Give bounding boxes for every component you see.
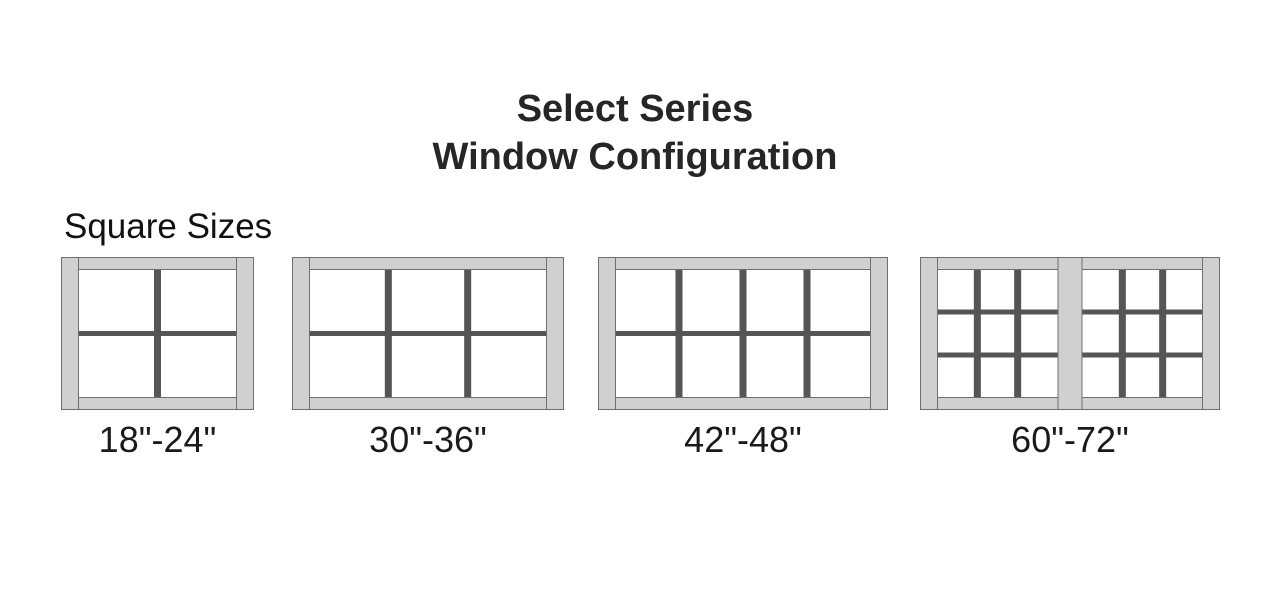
- muntin-vertical: [1159, 269, 1167, 398]
- frame-rail-bottom: [78, 397, 237, 410]
- window-glass: [1081, 268, 1204, 399]
- frame-rail-bottom: [615, 397, 871, 410]
- window-diagram-18-24: [61, 257, 254, 410]
- frame-stile-right: [1202, 257, 1220, 410]
- window-glass: [936, 268, 1059, 399]
- muntin-horizontal: [615, 331, 871, 336]
- size-label-60-72: 60"-72": [1011, 419, 1129, 460]
- frame-stile-left: [598, 257, 616, 410]
- frame-stile-right: [236, 257, 254, 410]
- frame-stile-left: [292, 257, 310, 410]
- muntin-horizontal: [937, 352, 1058, 358]
- muntin-vertical: [1014, 269, 1022, 398]
- muntin-horizontal: [937, 309, 1058, 315]
- section-label-square-sizes: Square Sizes: [64, 207, 273, 246]
- muntin-horizontal: [1082, 309, 1203, 315]
- muntin-vertical: [973, 269, 981, 398]
- size-label-30-36: 30"-36": [369, 419, 487, 460]
- window-diagram-svg: [920, 257, 1220, 410]
- window-diagram-42-48: [598, 257, 888, 410]
- title-line-2: Window Configuration: [432, 136, 838, 178]
- muntin-vertical: [1118, 269, 1126, 398]
- window-diagram-30-36: [292, 257, 564, 410]
- frame-rail-bottom: [309, 397, 547, 410]
- frame-rail-top: [615, 257, 871, 270]
- frame-stile-right: [870, 257, 888, 410]
- window-diagram-60-72: [920, 257, 1220, 410]
- size-label-42-48: 42"-48": [684, 419, 802, 460]
- frame-rail-top: [309, 257, 547, 270]
- frame-stile-left: [920, 257, 938, 410]
- window-diagram-svg: [598, 257, 888, 410]
- size-label-18-24: 18"-24": [98, 419, 217, 460]
- frame-center-post: [1057, 257, 1083, 410]
- frame-stile-right: [546, 257, 564, 410]
- muntin-horizontal: [1082, 352, 1203, 358]
- window-diagram-svg: [61, 257, 254, 410]
- window-diagram-svg: [292, 257, 564, 410]
- muntin-horizontal: [309, 331, 547, 336]
- title-line-1: Select Series: [516, 88, 754, 130]
- frame-stile-left: [61, 257, 79, 410]
- muntin-horizontal: [78, 331, 237, 336]
- frame-rail-top: [78, 257, 237, 270]
